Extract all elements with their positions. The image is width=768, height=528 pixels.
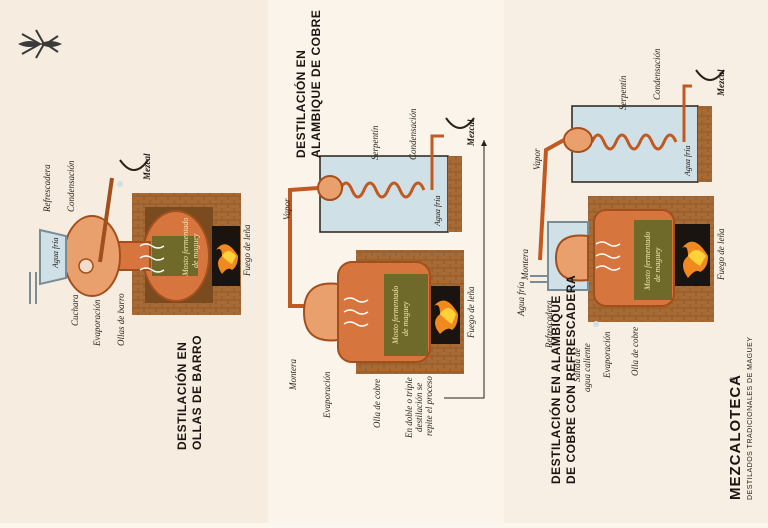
montera-dome <box>302 282 339 342</box>
panel-copper-still: DESTILACIÓN EN ALAMBIQUE DE COBRE Serpen… <box>282 10 487 439</box>
montera-dome-3 <box>554 234 589 282</box>
label-mosto-3b: de maguey <box>653 247 662 282</box>
label-note-2: destilación se <box>414 383 424 432</box>
repeat-arrow <box>444 140 485 399</box>
mezcal-cup-icon-3 <box>695 69 725 81</box>
vapor-pipe-3 <box>538 138 565 261</box>
brand-mark: ® <box>729 376 737 382</box>
label-mosto-2: de maguey <box>191 233 200 268</box>
label-condensacion: Condensación <box>66 160 76 212</box>
label-mosto-2a: Mosto fermentado <box>391 286 400 345</box>
condenser-bulb <box>317 175 343 201</box>
label-refrescadera: Refrescadera <box>42 164 52 213</box>
label-note-1: En doble o triple <box>404 377 414 439</box>
label-agua-fria-side: Agua fría <box>516 281 526 317</box>
vapor-pipe <box>288 186 319 308</box>
label-salida-2: agua caliente <box>582 343 592 392</box>
spoon <box>78 258 94 274</box>
label-montera-3: Montera <box>520 249 530 281</box>
brand-name: MEZCALOTECA <box>727 374 744 500</box>
output-pipe <box>98 177 114 263</box>
label-olla-de-cobre-3: Olla de cobre <box>630 327 640 376</box>
label-evaporacion-2: Evaporación <box>322 371 332 419</box>
label-vapor-3: Vapor <box>532 148 542 170</box>
vapor-waves-3 <box>595 241 621 271</box>
label-montera-2: Montera <box>288 359 298 391</box>
panel-1-title-2: OLLAS DE BARRO <box>190 335 204 450</box>
label-agua-fria-top: Agua fría <box>683 146 692 177</box>
mash-box <box>152 236 198 276</box>
label-serpentin-2: Serpentín <box>370 125 380 160</box>
mezcal-cup-icon <box>119 159 149 171</box>
label-ollas-de-barro: Ollas de barro <box>116 293 126 346</box>
serpentine-coil-3 <box>590 133 678 151</box>
mezcal-cup-icon-2 <box>445 117 475 129</box>
serpentine-coil <box>338 181 426 199</box>
mash-box-3 <box>634 220 672 300</box>
panel-2-title-2: ALAMBIQUE DE COBRE <box>309 10 323 158</box>
panel-copper-still-refrescadera: Serpentín Condensación Mezcal Vapor Agua… <box>516 48 726 484</box>
panel-3-title-2: DE COBRE CON REFRESCADERA <box>564 275 578 484</box>
panel-2-title-1: DESTILACIÓN EN <box>293 50 308 158</box>
label-agua-fria: Agua fría <box>51 238 60 269</box>
label-condensacion-2: Condensación <box>408 108 418 160</box>
label-refrescadera-3: Refrescadera <box>544 300 554 349</box>
label-condensacion-3: Condensación <box>652 48 662 100</box>
agave-plant-icon <box>18 29 62 59</box>
label-olla-de-cobre-2: Olla de cobre <box>372 379 382 428</box>
panel-1-title-1: DESTILACIÓN EN <box>174 342 189 450</box>
label-note-3: repite el proceso <box>424 376 434 436</box>
vapor-waves <box>139 243 165 273</box>
vapor-waves-2 <box>343 297 369 327</box>
label-evaporacion: Evaporación <box>92 299 102 347</box>
label-mezcal-3: Mezcal <box>716 69 726 97</box>
label-mezcal: Mezcal <box>142 153 152 181</box>
panel-clay-pots: Mezcal Mosto fermentado de maguey Fuego … <box>29 153 252 450</box>
label-mezcal-2: Mezcal <box>466 119 476 147</box>
label-mosto-2b: de maguey <box>401 301 410 336</box>
label-fuego-2: Fuego de leña <box>466 286 476 339</box>
upper-clay-pot <box>63 215 121 297</box>
label-salida-1: Salida de <box>572 348 582 382</box>
mash-box-2 <box>384 274 428 356</box>
label-agua-fria-2: Agua fría <box>433 196 442 227</box>
panel-3-title-1: DESTILACIÓN EN ALAMBIQUE <box>548 295 563 484</box>
cooling-tank-3 <box>571 105 699 183</box>
label-vapor-2: Vapor <box>282 198 292 220</box>
brand-tagline: DESTILADOS TRADICIONALES DE MAGUEY <box>747 336 754 500</box>
label-fuego: Fuego de leña <box>242 224 252 277</box>
label-fuego-3: Fuego de leña <box>716 228 726 281</box>
label-serpentin-3: Serpentín <box>618 75 628 110</box>
label-cuchara: Cuchara <box>70 294 80 326</box>
label-mosto-1: Mosto fermentado <box>181 218 190 277</box>
cooling-basin <box>39 228 67 286</box>
label-mosto-3a: Mosto fermentado <box>643 232 652 291</box>
label-evaporacion-3: Evaporación <box>602 331 612 379</box>
condenser-bulb-3 <box>563 127 593 153</box>
